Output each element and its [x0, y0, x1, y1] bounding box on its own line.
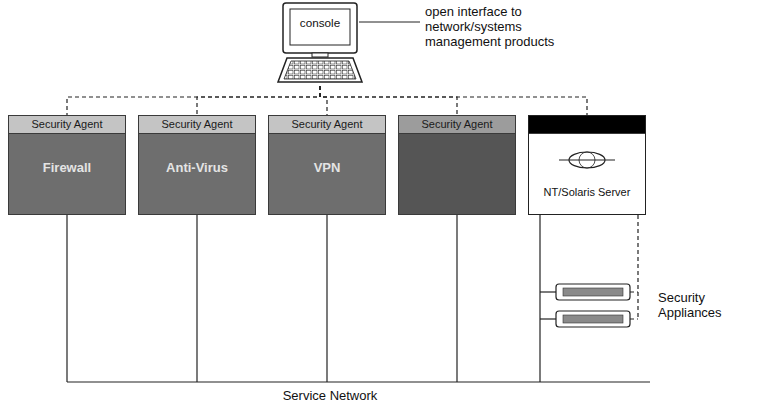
agent-box: Security AgentAnti-Virus [138, 115, 256, 215]
box-body [399, 134, 515, 166]
agent-box: Security Agent [398, 115, 516, 215]
server-icon [557, 148, 617, 172]
management-link [320, 86, 457, 115]
interface-note: open interface to network/systems manage… [425, 4, 575, 49]
agent-title: Security Agent [292, 118, 363, 130]
console-computer [278, 3, 362, 82]
network-label: Service Network [270, 388, 390, 403]
agent-box: Security AgentFirewall [8, 115, 126, 215]
agent-title: Security Agent [32, 118, 103, 130]
appliance-label: Security Appliances [658, 290, 754, 320]
box-header: Security Agent [139, 116, 255, 134]
agent-title: Security Agent [422, 118, 493, 130]
management-link [320, 86, 327, 115]
service-network-bus [67, 215, 650, 382]
management-link [67, 86, 320, 115]
server-label: NT/Solaris Server [535, 186, 639, 198]
box-body: NT/Solaris Server [529, 134, 645, 204]
box-header: Security Agent [399, 116, 515, 134]
box-body: Anti-Virus [139, 134, 255, 181]
security-appliance [556, 284, 630, 327]
appliance-management-link [630, 215, 638, 319]
box-body: Firewall [9, 134, 125, 181]
agent-function: VPN [275, 160, 379, 175]
agent-box: Security AgentVPN [268, 115, 386, 215]
leader-line [359, 22, 420, 23]
management-link [320, 86, 587, 115]
console-node: console [275, 0, 365, 86]
server-box: NT/Solaris Server [528, 115, 646, 215]
agent-function: Anti-Virus [145, 160, 249, 175]
console-label: console [275, 0, 365, 29]
agent-title: Security Agent [162, 118, 233, 130]
box-header [529, 116, 645, 134]
box-header: Security Agent [9, 116, 125, 134]
agent-function: Firewall [15, 160, 119, 175]
management-link [197, 86, 320, 115]
box-header: Security Agent [269, 116, 385, 134]
box-body: VPN [269, 134, 385, 181]
